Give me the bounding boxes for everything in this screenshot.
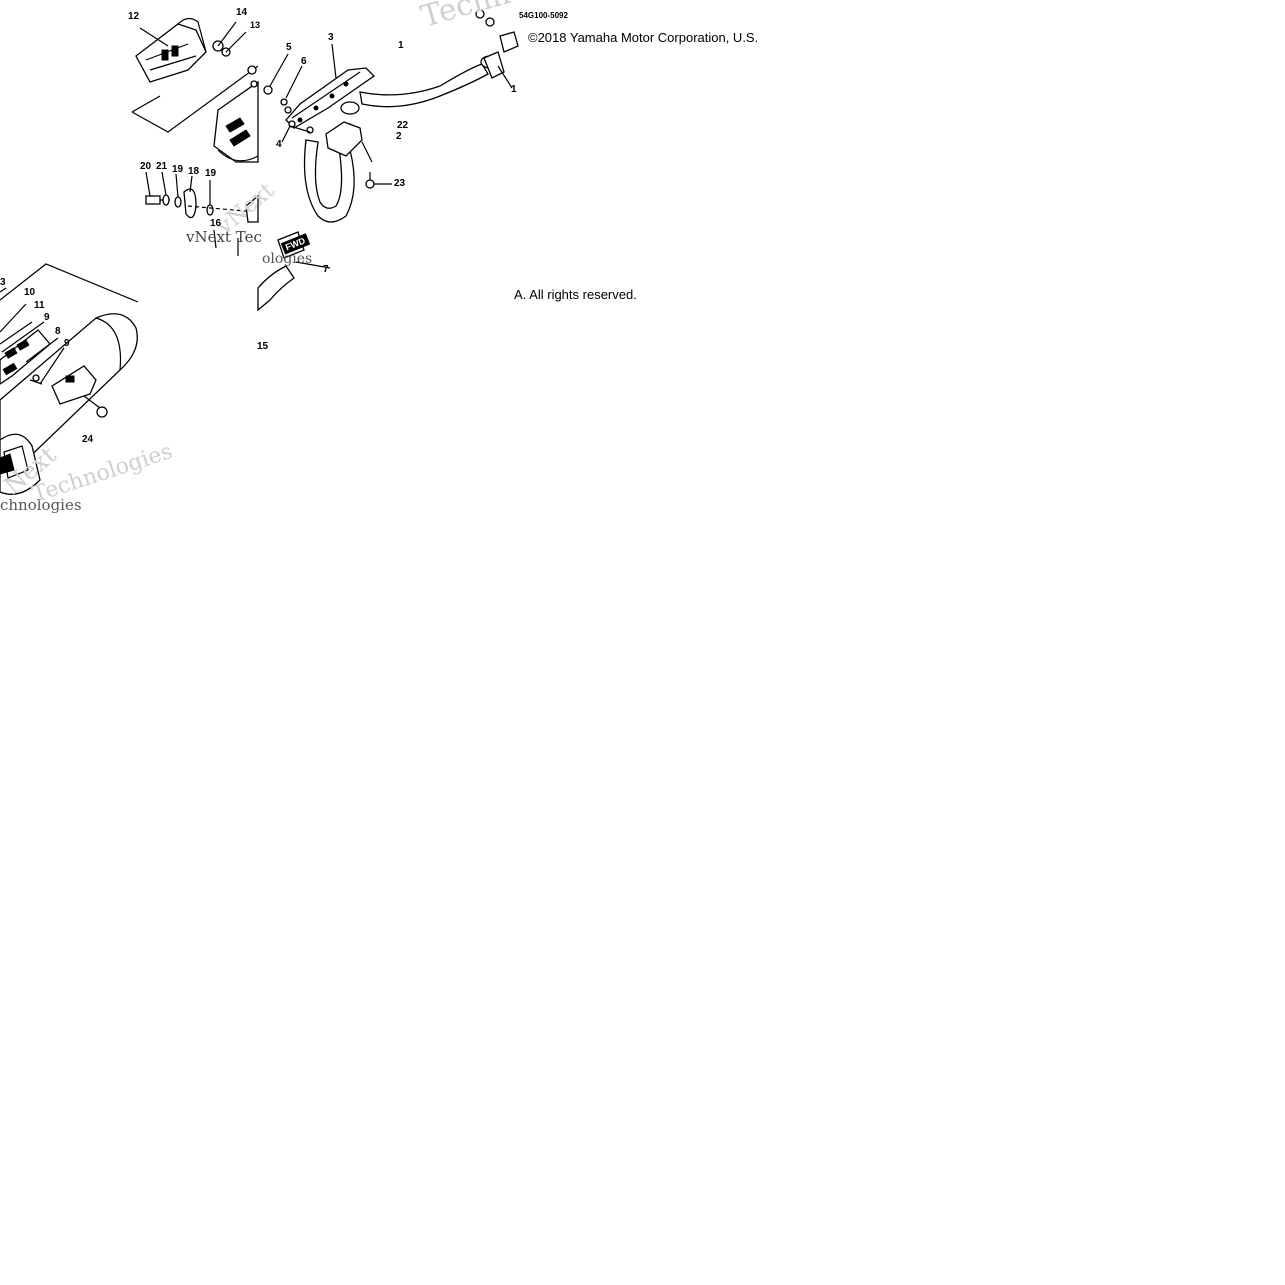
callout-4: 4 [276, 139, 282, 150]
bolt-assembly-20-21-19-18 [145, 171, 259, 256]
part-code: 54G100-5092 [519, 11, 568, 20]
callout-12: 12 [128, 11, 140, 22]
watermark-6: chnologies [0, 496, 82, 514]
heat-shield-middle [213, 65, 259, 163]
callout-14: 14 [236, 7, 248, 18]
callout-3: 3 [328, 32, 334, 43]
callout-11: 11 [34, 300, 45, 311]
part-13-14-bolt [212, 21, 247, 57]
callout-3b: 3 [0, 277, 6, 288]
callout-21: 21 [156, 161, 168, 172]
callout-10: 10 [24, 287, 36, 298]
callout-19b: 19 [205, 168, 217, 179]
part-1-exhaust-pipe [303, 51, 505, 223]
callout-1: 1 [398, 40, 404, 51]
callout-7: 7 [323, 264, 329, 275]
callout-23: 23 [394, 178, 406, 189]
watermark-4: ologies [262, 251, 313, 267]
callout-9a: 9 [44, 312, 50, 323]
callout-15: 15 [257, 341, 269, 352]
callout-1b: 1 [511, 84, 517, 95]
watermark-2: vNext Tec [186, 228, 262, 246]
copyright-line-1: ©2018 Yamaha Motor Corporation, U.S. [528, 30, 759, 45]
callout-24: 24 [82, 434, 94, 445]
callout-13: 13 [250, 20, 261, 30]
callout-2: 2 [396, 131, 402, 142]
part-muffler [0, 263, 139, 495]
callout-19a: 19 [172, 164, 184, 175]
callout-22: 22 [397, 120, 409, 131]
part-3-heat-shield [285, 43, 376, 129]
copyright-line-2: A. All rights reserved. [514, 287, 637, 302]
part-5-6-bolts [263, 53, 314, 143]
callout-9b: 9 [64, 338, 70, 349]
callout-5: 5 [286, 42, 292, 53]
part-1-clamp [475, 9, 519, 89]
callout-6: 6 [301, 56, 307, 67]
part-12-tail-pipe [135, 17, 207, 83]
callout-18: 18 [188, 166, 200, 177]
callout-16: 16 [210, 218, 222, 229]
callout-8: 8 [55, 326, 61, 337]
callout-20: 20 [140, 161, 152, 172]
